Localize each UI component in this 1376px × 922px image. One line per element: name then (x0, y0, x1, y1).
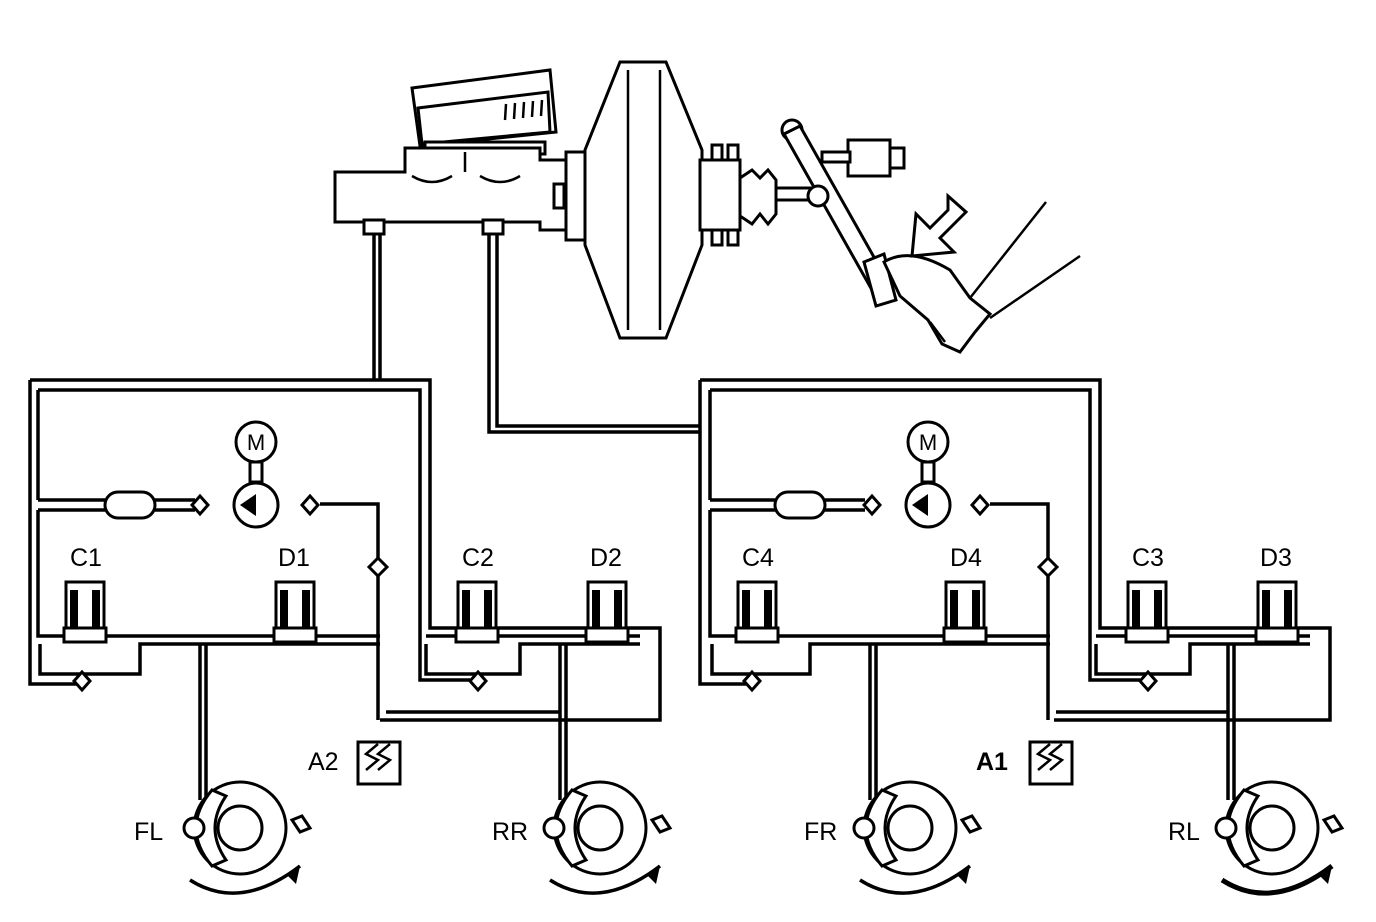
valve-label-C2: C2 (462, 544, 494, 572)
left-circuit: M (28, 234, 662, 800)
valve-label-C4: C4 (742, 544, 774, 572)
valve-label-D3: D3 (1260, 544, 1292, 572)
master-cylinder-assembly (333, 60, 1081, 354)
valve-label-D1: D1 (278, 544, 310, 572)
motor-label-right: M (919, 430, 937, 455)
accumulator-label-A2: A2 (308, 748, 339, 776)
wheel-brake-FL (182, 780, 313, 895)
wheel-label-FR: FR (804, 818, 837, 846)
wheel-brake-RL (1214, 780, 1345, 896)
valve-label-D2: D2 (590, 544, 622, 572)
right-circuit: M (487, 234, 1332, 800)
wheel-label-FL: FL (134, 818, 163, 846)
valve-label-C1: C1 (70, 544, 102, 572)
wheel-label-RR: RR (492, 818, 528, 846)
motor-label-left: M (247, 430, 265, 455)
valve-label-C3: C3 (1132, 544, 1164, 572)
wheel-brake-FR (852, 780, 983, 895)
valve-label-D4: D4 (950, 544, 982, 572)
wheel-brake-RR (542, 780, 673, 895)
wheel-label-RL: RL (1168, 818, 1200, 846)
accumulator-label-A1: A1 (976, 748, 1008, 776)
component-labels: C1 D1 C2 D2 C4 D4 C3 D3 A2 A1 FL RR FR R… (70, 544, 1292, 846)
